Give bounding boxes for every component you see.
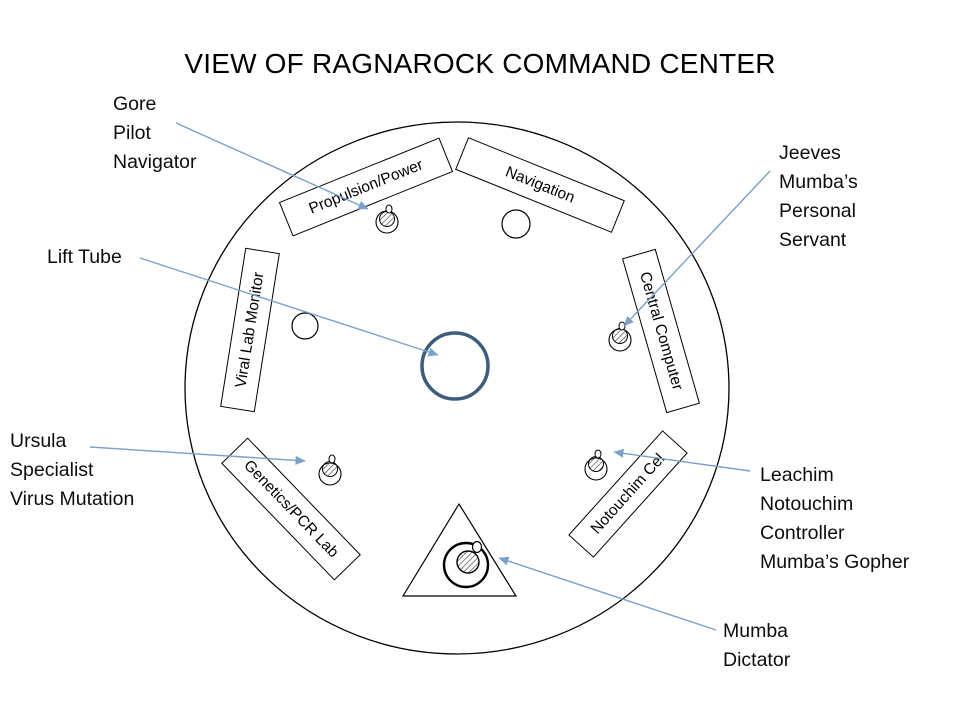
station-navigation: Navigation — [455, 137, 625, 233]
station-central-computer: Central Computer — [621, 248, 701, 414]
arrow-jeeves — [623, 170, 771, 327]
figure-ursula — [318, 454, 342, 486]
page-title: VIEW OF RAGNAROCK COMMAND CENTER — [184, 48, 776, 79]
mumba-platform-triangle — [401, 502, 518, 597]
callout-leachim: Leachim Notouchim Controller Mumba’s Gop… — [760, 464, 910, 573]
figure-mumba — [442, 540, 490, 589]
callout-ursula: Ursula Specialist Virus Mutation — [10, 430, 135, 510]
callout-jeeves: Jeeves Mumba’s Personal Servant — [779, 142, 858, 251]
arrow-mumba — [498, 556, 717, 631]
figure-jeeves — [608, 321, 632, 352]
seat-circle-navigation — [501, 209, 531, 239]
station-propulsion-power: Propulsion/Power — [278, 137, 454, 237]
arrow-ursula — [89, 446, 306, 465]
seat-circle-viral-lab — [291, 312, 319, 340]
station-notouchim-cel: Notouchim Cel — [568, 430, 688, 558]
command-center-circle — [184, 121, 730, 655]
lift-tube-circle — [420, 331, 490, 401]
arrow-lift-tube — [139, 257, 439, 357]
arrow-gore — [175, 122, 369, 210]
callout-mumba: Mumba Dictator — [723, 620, 791, 671]
figure-gore — [375, 204, 399, 234]
callout-gore: Gore Pilot Navigator — [113, 93, 197, 173]
arrow-leachim — [613, 448, 751, 472]
figure-leachim — [584, 449, 608, 481]
callout-lift-tube: Lift Tube — [47, 246, 122, 268]
station-viral-lab-monitor: Viral Lab Monitor — [220, 247, 280, 413]
